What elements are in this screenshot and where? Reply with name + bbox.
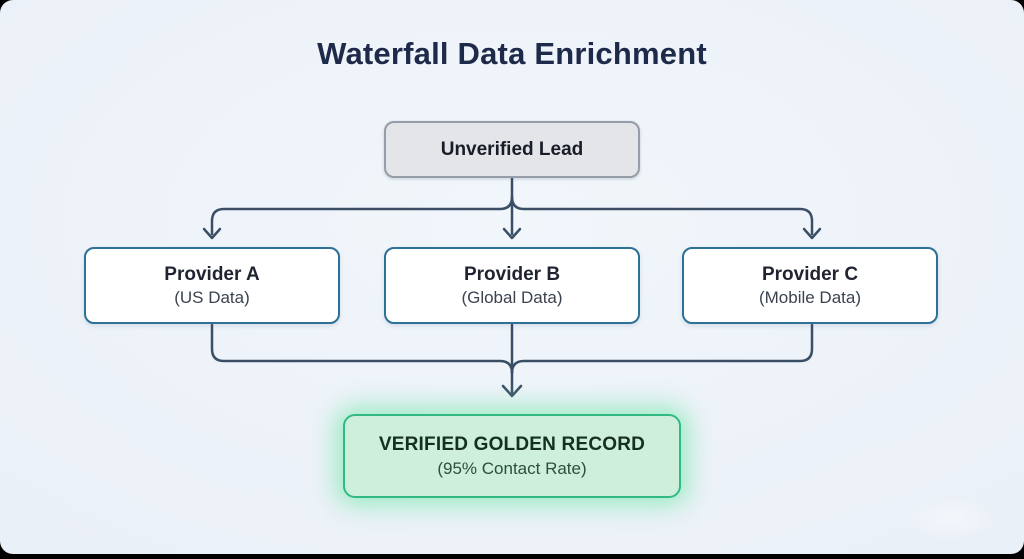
unverified-lead-label: Unverified Lead <box>440 138 584 160</box>
golden-record-title: VERIFIED GOLDEN RECORD <box>378 434 646 456</box>
provider-a-title: Provider A <box>164 263 260 285</box>
connector-top-right <box>510 195 814 236</box>
node-provider-b: Provider B (Global Data) <box>384 247 640 324</box>
connector-top-left <box>210 195 514 236</box>
arrowhead-down-icon <box>802 227 822 240</box>
provider-b-subtitle: (Global Data) <box>461 288 563 308</box>
provider-c-title: Provider C <box>761 263 859 285</box>
arrowhead-down-icon <box>202 227 222 240</box>
page-title: Waterfall Data Enrichment <box>317 36 707 71</box>
provider-c-subtitle: (Mobile Data) <box>758 288 862 308</box>
connector-bottom <box>210 323 814 398</box>
connector-bottom-left <box>210 323 514 375</box>
node-verified-golden-record: VERIFIED GOLDEN RECORD (95% Contact Rate… <box>343 414 681 498</box>
node-provider-c: Provider C (Mobile Data) <box>682 247 938 324</box>
provider-a-subtitle: (US Data) <box>174 288 250 308</box>
arrowhead-down-icon <box>502 227 522 240</box>
provider-b-title: Provider B <box>463 263 561 285</box>
node-provider-a: Provider A (US Data) <box>84 247 340 324</box>
connector-bottom-right <box>510 323 814 375</box>
golden-record-subtitle: (95% Contact Rate) <box>437 458 587 478</box>
watermark-blur <box>906 496 996 540</box>
node-unverified-lead: Unverified Lead <box>384 121 640 178</box>
arrowhead-down-icon <box>501 384 523 398</box>
connector-top <box>202 177 822 240</box>
